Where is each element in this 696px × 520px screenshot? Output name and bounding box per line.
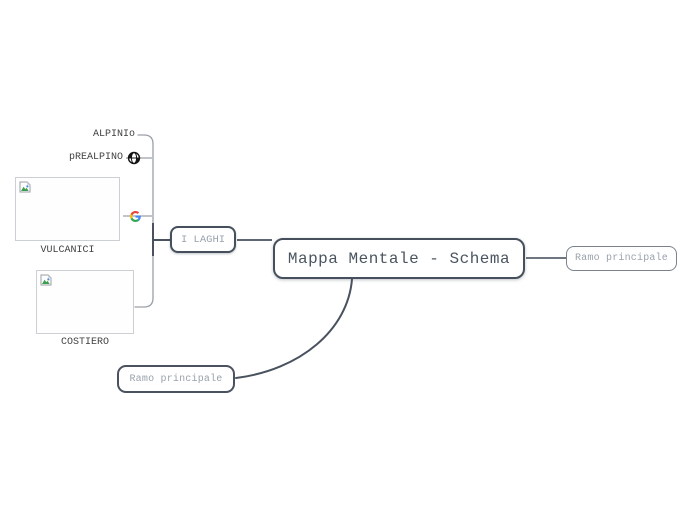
children-rail-line	[134, 134, 154, 308]
branch-node-i-laghi[interactable]: I LAGHI	[170, 226, 236, 253]
vulcanici-label: VULCANICI	[40, 245, 95, 256]
vulcanici-caption[interactable]: VULCANICI	[15, 245, 120, 256]
costiero-label: COSTIERO	[60, 337, 109, 348]
branch-node-bottom-left[interactable]: Ramo principale	[117, 365, 235, 393]
alpinio-label: ALPINIo	[92, 129, 135, 140]
i-laghi-label: I LAGHI	[180, 233, 226, 246]
globe-link-icon[interactable]	[127, 151, 141, 165]
broken-image-icon	[19, 181, 31, 193]
branch-bottom-left-label: Ramo principale	[129, 373, 223, 385]
costiero-caption[interactable]: COSTIERO	[36, 337, 134, 348]
bottomleft-branch-connector-line	[235, 278, 353, 379]
leaf-node-prealpino[interactable]: pREALPINO	[48, 152, 123, 163]
google-favicon-icon[interactable]	[130, 211, 141, 222]
prealpino-label: pREALPINO	[68, 152, 123, 163]
broken-image-icon	[40, 274, 52, 286]
leaf-node-costiero-image[interactable]	[36, 270, 134, 334]
leaf-node-vulcanici-image[interactable]	[15, 177, 120, 241]
root-node-label: Mappa Mentale - Schema	[287, 249, 511, 268]
leaf-node-alpinio[interactable]: ALPINIo	[60, 129, 135, 140]
root-node[interactable]: Mappa Mentale - Schema	[273, 238, 525, 279]
branch-node-right[interactable]: Ramo principale	[566, 246, 677, 271]
branch-right-label: Ramo principale	[574, 253, 668, 264]
